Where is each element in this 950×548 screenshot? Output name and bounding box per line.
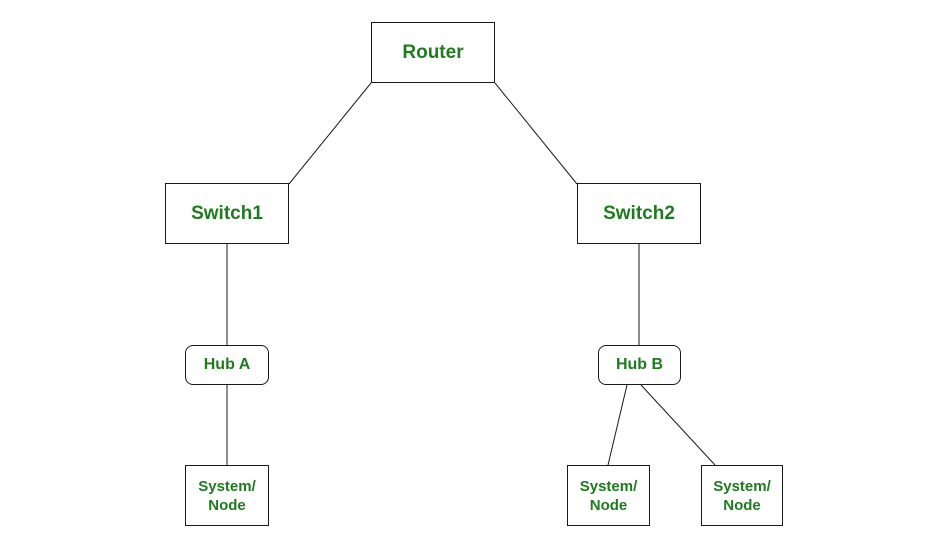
system-node-a: System/ Node [185,465,269,526]
switch1-node: Switch1 [165,183,289,244]
system-node-a-label-line1: System/ [198,477,256,495]
hub-b-node: Hub B [598,345,681,385]
switch2-label: Switch2 [603,202,675,224]
hub-a-label: Hub A [203,356,251,373]
system-node-b1: System/ Node [567,465,650,526]
edge-router-switch2 [494,82,578,185]
switch1-label: Switch1 [191,202,263,224]
system-node-b1-label-line1: System/ [579,477,638,495]
edge-hubb-systemb1 [607,384,628,466]
hub-a-node: Hub A [185,345,269,385]
system-node-a-label-line2: Node [208,496,246,514]
system-node-b1-label-line2: Node [589,496,628,514]
system-node-b2-label-line1: System/ [713,477,771,495]
router-node: Router [371,22,495,83]
system-node-b2-label-line2: Node [723,496,761,514]
edge-router-switch1 [288,82,372,185]
system-node-b2: System/ Node [701,465,783,526]
hub-b-label: Hub B [615,356,664,373]
edge-hubb-systemb2 [640,384,716,466]
switch2-node: Switch2 [577,183,701,244]
router-label: Router [402,41,464,63]
